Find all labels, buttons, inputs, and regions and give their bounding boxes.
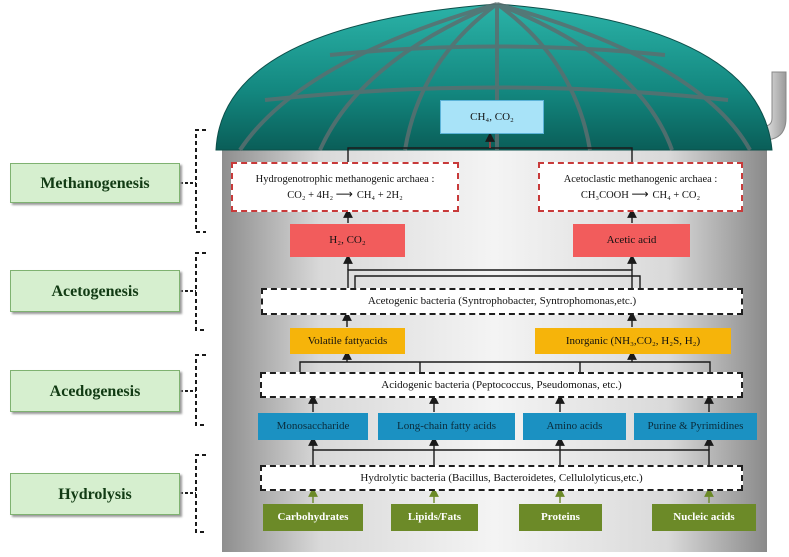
stage-brackets (180, 129, 206, 533)
acetoclastic-products: CH₄ + CO₂ (652, 189, 701, 201)
hydrogenotrophic-box: Hydrogenotrophic methanogenic archaea : … (231, 162, 459, 212)
nucleic-acids-box: Nucleic acids (652, 504, 756, 531)
hydrogenotrophic-products: CH₄ + 2H₂ (356, 189, 403, 201)
lcfa-box: Long-chain fatty acids (378, 413, 515, 440)
stage-acedogenesis: Acedogenesis (10, 370, 180, 412)
acetoclastic-title: Acetoclastic methanogenic archaea : (563, 173, 718, 185)
flow-arrows (299, 132, 714, 503)
acetoclastic-reaction: CH₃COOH ⟶ CH₄ + CO₂ (581, 187, 700, 203)
lipids-box: Lipids/Fats (391, 504, 478, 531)
proteins-box: Proteins (519, 504, 602, 531)
h2-co2-box: H₂, CO₂ (290, 224, 405, 257)
hydrogenotrophic-title: Hydrogenotrophic methanogenic archaea : (255, 173, 435, 185)
hydrogenotrophic-reactants: CO₂ + 4H₂ (287, 189, 334, 201)
acetoclastic-box: Acetoclastic methanogenic archaea : CH₃C… (538, 162, 743, 212)
acetogenic-bacteria-box: Acetogenic bacteria (Syntrophobacter, Sy… (261, 288, 743, 315)
purine-box: Purine & Pyrimidines (634, 413, 757, 440)
amino-acids-box: Amino acids (523, 413, 626, 440)
gas-output-box: CH₄, CO₂ (440, 100, 544, 134)
monosaccharide-box: Monosaccharide (258, 413, 368, 440)
vfa-box: Volatile fattyacids (290, 328, 405, 354)
stage-methanogenesis: Methanogenesis (10, 163, 180, 203)
hydrolytic-bacteria-box: Hydrolytic bacteria (Bacillus, Bacteroid… (260, 465, 743, 491)
inorganic-box: Inorganic (NH₃,CO₂, H₂S, H₂) (535, 328, 731, 354)
hydrogenotrophic-reaction: CO₂ + 4H₂ ⟶ CH₄ + 2H₂ (287, 187, 403, 203)
reaction-arrow-icon: ⟶ (335, 186, 357, 201)
reaction-arrow-icon: ⟶ (631, 186, 653, 201)
acetoclastic-reactants: CH₃COOH (580, 189, 629, 201)
acetic-acid-box: Acetic acid (573, 224, 690, 257)
stage-acetogenesis: Acetogenesis (10, 270, 180, 312)
acidogenic-bacteria-box: Acidogenic bacteria (Peptococcus, Pseudo… (260, 372, 743, 398)
carbohydrates-box: Carbohydrates (263, 504, 363, 531)
stage-hydrolysis: Hydrolysis (10, 473, 180, 515)
